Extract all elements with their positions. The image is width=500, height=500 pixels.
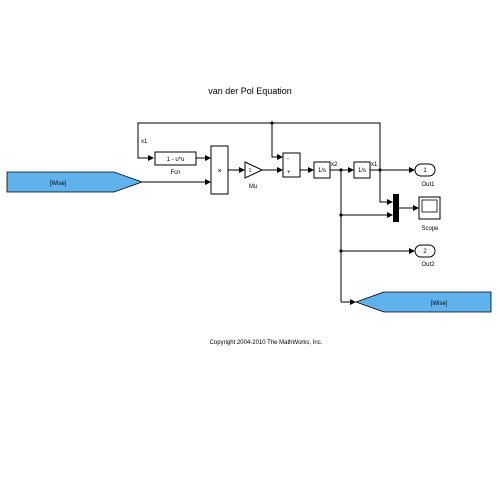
branch-point-x2-out2 <box>339 249 343 253</box>
signal-label-x1-feedback: x1 <box>141 139 148 145</box>
integrator2-block[interactable]: 1/s <box>353 161 371 179</box>
fcn-block[interactable]: 1 - u*u Fcn <box>154 151 197 176</box>
signal-label-x2: x2 <box>331 162 338 168</box>
fcn-name: Fcn <box>170 170 180 176</box>
scope-screen <box>421 199 438 213</box>
integrator1-box <box>313 161 331 179</box>
out2-port[interactable]: 2 Out2 <box>414 244 436 268</box>
sum-sign-minus: - <box>287 156 289 162</box>
gain-triangle <box>244 161 264 179</box>
branch-point-x2 <box>339 168 343 172</box>
x1-to-mux-line[interactable] <box>379 170 393 205</box>
x1-to-sum-minus-line[interactable] <box>271 123 283 160</box>
gain-name: Mu <box>249 184 257 190</box>
branch-point-x1 <box>378 168 382 172</box>
integrator1-block[interactable]: 1/s <box>313 161 331 179</box>
out1-shape <box>414 163 436 177</box>
integrator1-label: 1/s <box>318 168 326 174</box>
out2-shape <box>414 244 436 258</box>
from-tag-label: [Wise] <box>431 301 448 307</box>
out2-name: Out2 <box>421 262 435 268</box>
branch-point-x2-mux <box>339 213 343 217</box>
gain-mu-block[interactable]: 1 Mu <box>244 161 264 190</box>
signal-lines <box>137 121 419 305</box>
scope-block[interactable]: Scope <box>418 196 441 232</box>
integrator2-label: 1/s <box>358 168 366 174</box>
x1-feedback-line[interactable] <box>137 122 381 170</box>
product-box <box>210 145 229 195</box>
diagram-title: van der Pol Equation <box>208 86 292 96</box>
branch-point-x1-sum <box>270 121 274 125</box>
sum-block[interactable]: - + <box>282 152 301 178</box>
integrator2-box <box>353 161 371 179</box>
sum-sign-plus: + <box>287 170 291 176</box>
mux-block[interactable] <box>393 194 399 222</box>
fcn-expression: 1 - u*u <box>167 157 185 163</box>
gain-value: 1 <box>249 168 252 174</box>
out1-number: 1 <box>423 168 427 174</box>
goto-tag-shape <box>6 171 144 193</box>
fcn-box <box>154 151 197 166</box>
scope-name: Scope <box>421 226 439 232</box>
out1-name: Out1 <box>421 182 435 188</box>
goto-tag-label: [Wise] <box>50 181 67 187</box>
goto-wise-block[interactable]: [Wise] <box>6 171 144 193</box>
sum-box <box>282 152 301 178</box>
product-symbol: × <box>217 168 221 175</box>
copyright-text: Copyright 2004-2010 The MathWorks, Inc. <box>210 340 323 346</box>
from-tag-shape <box>354 291 492 313</box>
product-block[interactable]: × <box>210 145 229 195</box>
signal-label-x1: x1 <box>371 162 378 168</box>
from-wise-block[interactable]: [Wise] <box>354 291 492 313</box>
out1-port[interactable]: 1 Out1 <box>414 163 436 188</box>
out2-number: 2 <box>423 249 427 255</box>
